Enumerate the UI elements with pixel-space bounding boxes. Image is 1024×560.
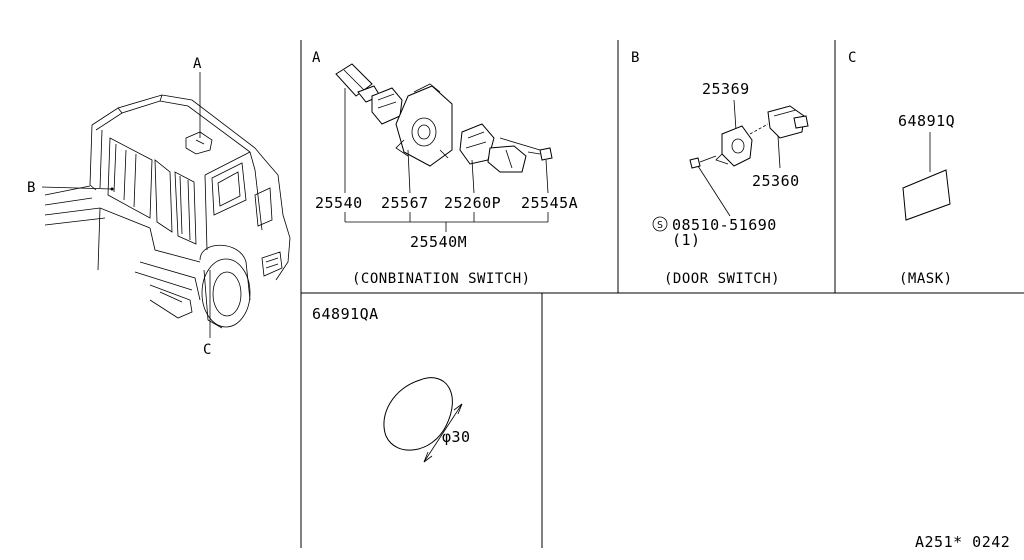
panel-mask: C 64891Q (MASK)	[848, 50, 955, 287]
panel-door-switch: B 25369 25360 S 08510-51690 (1)	[631, 50, 809, 287]
caption-mask: (MASK)	[899, 271, 953, 287]
callout-a: A	[193, 56, 202, 72]
part-25540: 25540	[315, 194, 363, 212]
screw-symbol: S	[657, 220, 663, 231]
panel-a-letter: A	[312, 50, 321, 66]
panel-combination-switch: A	[312, 50, 578, 287]
part-08510-51690: 08510-51690	[672, 216, 777, 234]
panel-b-letter: B	[631, 50, 639, 66]
door-switch-illustration	[652, 99, 809, 232]
part-25360: 25360	[752, 172, 800, 190]
part-25369: 25369	[702, 80, 750, 98]
part-64891qa: 64891QA	[312, 305, 379, 323]
cap-illustration	[383, 377, 463, 463]
vehicle-overview: A B C	[27, 56, 291, 358]
panel-c-letter: C	[848, 50, 856, 66]
caption-door-switch: (DOOR SWITCH)	[664, 271, 780, 287]
vehicle-illustration	[41, 72, 291, 338]
part-25540m: 25540M	[410, 233, 467, 251]
panel-grid	[300, 40, 1024, 548]
panel-cap: 64891QA φ30	[312, 305, 471, 463]
part-25545a: 25545A	[521, 194, 578, 212]
part-25567: 25567	[381, 194, 429, 212]
callout-c: C	[203, 342, 211, 358]
drawing-code: A251* 0242	[915, 533, 1010, 551]
caption-combination-switch: (CONBINATION SWITCH)	[352, 271, 531, 287]
mask-illustration	[902, 132, 951, 221]
part-64891q: 64891Q	[898, 112, 955, 130]
screw-quantity: (1)	[672, 231, 701, 249]
dimension-phi30: φ30	[442, 428, 471, 446]
combination-switch-illustration	[335, 63, 553, 232]
part-25260p: 25260P	[444, 194, 501, 212]
callout-b: B	[27, 180, 35, 196]
